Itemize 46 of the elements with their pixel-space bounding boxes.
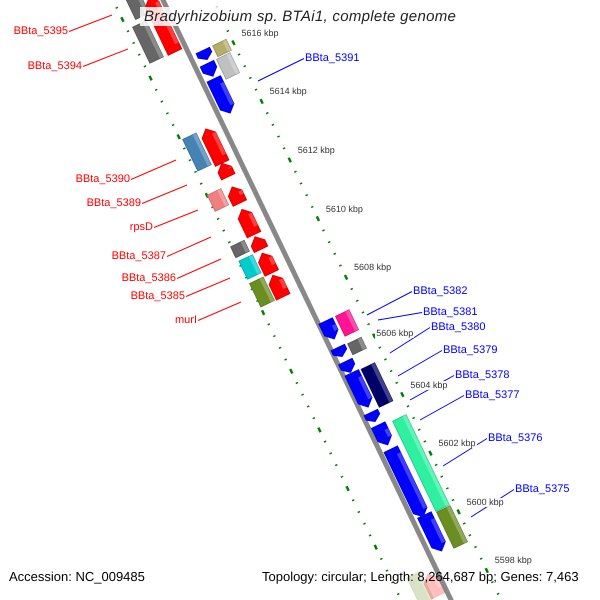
leader-line xyxy=(186,278,230,297)
gene-label: BBta_5382 xyxy=(413,286,468,297)
gene-label: BBta_5387 xyxy=(112,251,166,262)
gene-label: BBta_5385 xyxy=(130,291,185,302)
gene-label: BBta_5390 xyxy=(76,174,130,185)
scale-label: 5600 kbp xyxy=(466,498,505,507)
scale-label: 5612 kbp xyxy=(296,146,336,155)
leader-line xyxy=(130,160,176,180)
leader-line xyxy=(390,327,430,354)
gene-label: murI xyxy=(175,315,197,326)
gene-label: BBta_5377 xyxy=(465,390,520,401)
scale-label: 5608 kbp xyxy=(353,263,392,272)
gene-label: BBta_5394 xyxy=(28,61,82,72)
scale-label: 5616 kbp xyxy=(240,28,280,38)
leader-line xyxy=(176,258,222,279)
leader-line xyxy=(68,14,112,32)
scale-label: 5602 kbp xyxy=(437,439,477,448)
leader-line xyxy=(198,302,242,321)
gene-label: BBta_5376 xyxy=(488,433,542,444)
gene-label: rpsD xyxy=(130,222,153,233)
scale-label: 5614 kbp xyxy=(268,87,308,96)
leader-line xyxy=(398,350,442,376)
leader-line xyxy=(366,291,412,316)
leader-line xyxy=(154,210,198,228)
scale-label: 5604 kbp xyxy=(409,380,448,390)
leader-line xyxy=(258,58,304,82)
gene-label: BBta_5378 xyxy=(455,370,510,381)
leader-line xyxy=(378,312,422,320)
gene-label: BBta_5379 xyxy=(443,345,498,356)
scale-label: 5610 kbp xyxy=(324,204,364,214)
leader-line xyxy=(420,395,464,420)
gene-label: BBta_5381 xyxy=(423,307,478,318)
gene-label: BBta_5375 xyxy=(515,484,570,495)
gene-label: BBta_5389 xyxy=(86,198,141,209)
gene-label: BBta_5395 xyxy=(14,26,68,37)
leader-line xyxy=(82,48,128,67)
scale-label: 5606 kbp xyxy=(375,328,414,338)
leader-line xyxy=(166,236,212,257)
scale-label: 5598 kbp xyxy=(494,556,533,566)
gene-label: BBta_5386 xyxy=(122,273,176,284)
gene-label: BBta_5380 xyxy=(431,322,486,333)
leader-line xyxy=(142,184,188,204)
leader-line xyxy=(442,438,488,466)
gene-label: BBta_5391 xyxy=(305,53,360,64)
footer-text: Accession: NC_009485 xyxy=(9,570,145,583)
footer-text: Topology: circular; Length: 8,264,687 bp; Genes: 7,463 xyxy=(262,570,579,583)
